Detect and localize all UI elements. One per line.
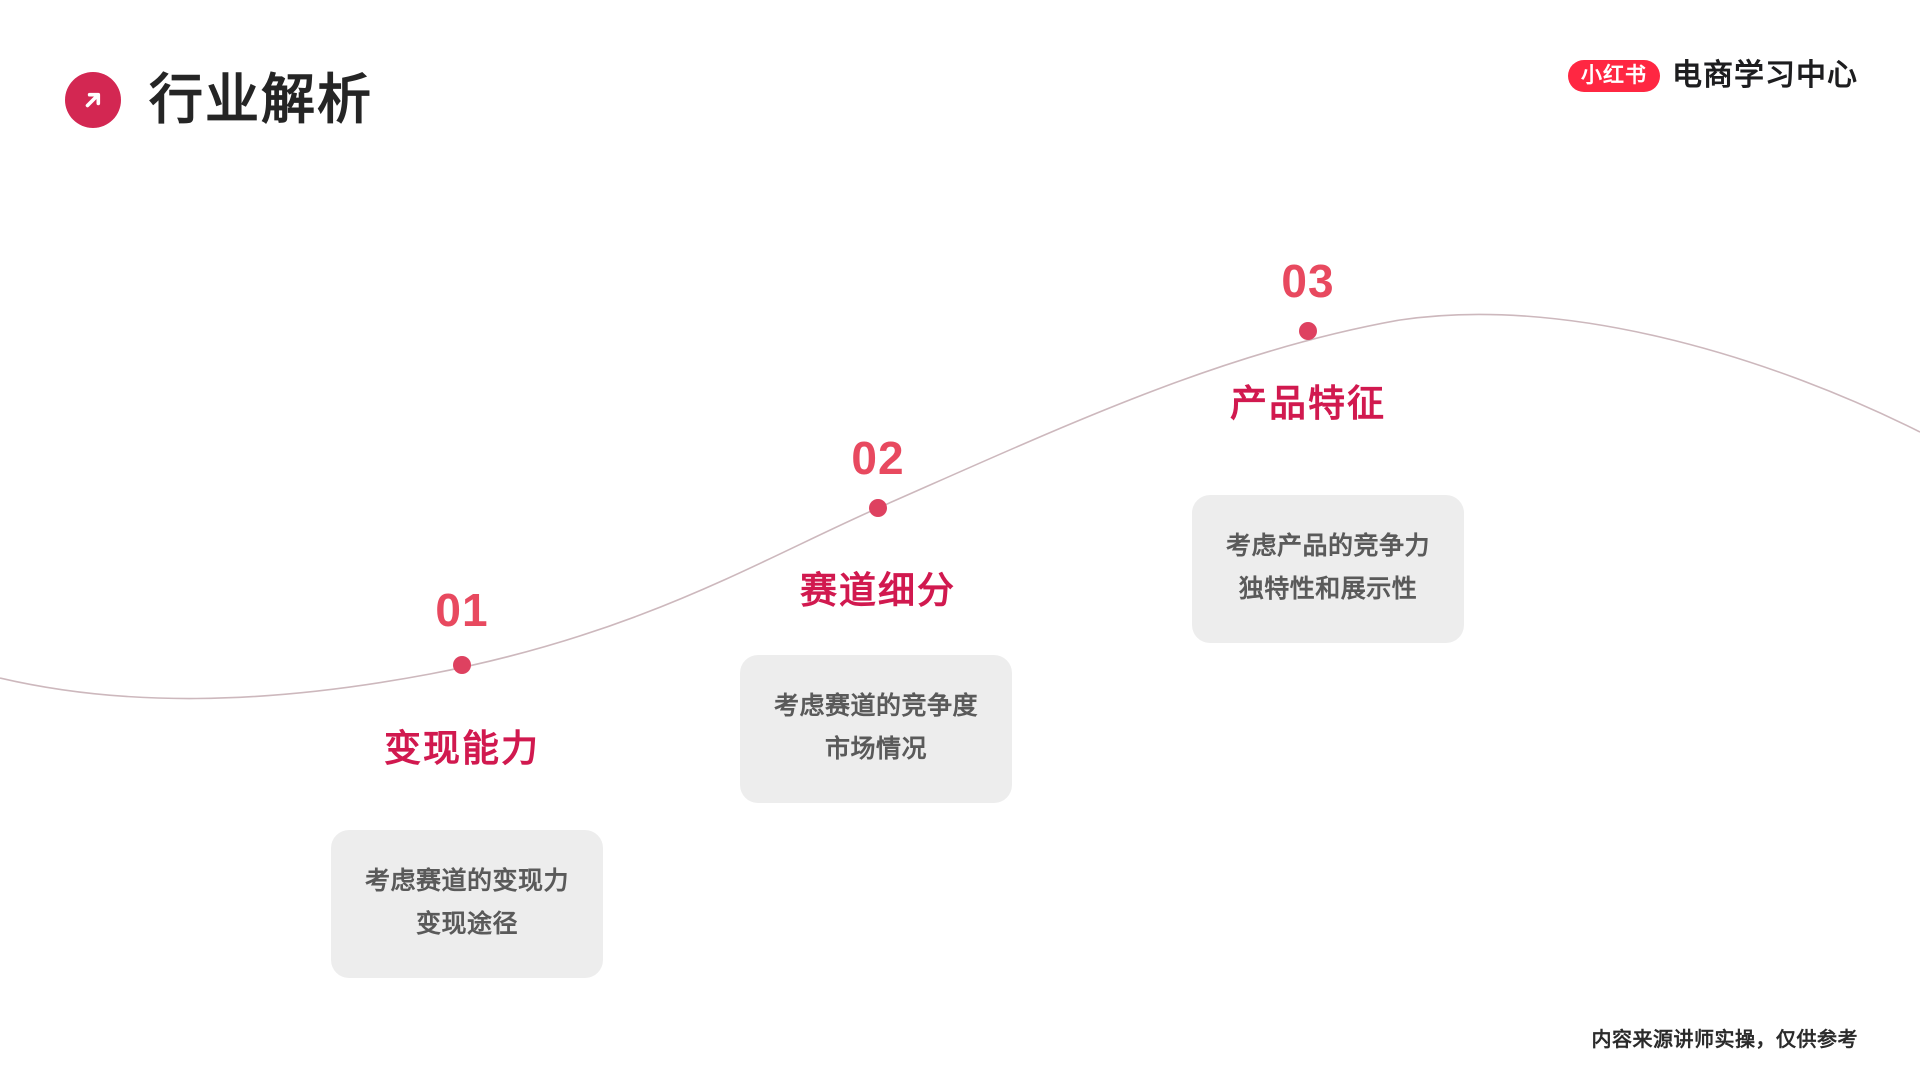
step-number-01: 01 (435, 584, 489, 636)
step-title-01: 变现能力 (384, 728, 540, 769)
step-note-card-03: 考虑产品的竞争力独特性和展示性 (1192, 495, 1464, 643)
timeline-dot-01 (453, 656, 471, 674)
timeline-curve (0, 313, 1920, 700)
slide-header: 行业解析 (65, 72, 373, 128)
note-line: 独特性和展示性 (1238, 575, 1418, 603)
note-line: 考虑赛道的竞争度 (773, 692, 978, 720)
brand-logo-lockup: 小红书 电商学习中心 (1568, 60, 1858, 92)
note-line: 市场情况 (824, 735, 927, 763)
timeline-dot-02 (869, 499, 887, 517)
note-line: 变现途径 (415, 910, 518, 938)
note-line: 考虑赛道的变现力 (364, 867, 569, 895)
step-note-card-01: 考虑赛道的变现力变现途径 (331, 830, 603, 978)
footer-disclaimer: 内容来源讲师实操，仅供参考 (1591, 1029, 1858, 1051)
page-title: 行业解析 (149, 70, 373, 130)
step-note-card-02: 考虑赛道的竞争度市场情况 (740, 655, 1012, 803)
brand-subtitle: 电商学习中心 (1672, 59, 1858, 92)
timeline-dots (453, 322, 1317, 674)
arrow-up-right-icon (65, 72, 121, 128)
step-title-03: 产品特征 (1230, 383, 1386, 424)
xiaohongshu-logo-pill: 小红书 (1568, 60, 1660, 92)
timeline-dot-03 (1299, 322, 1317, 340)
note-line: 考虑产品的竞争力 (1225, 532, 1430, 560)
step-number-03: 03 (1281, 255, 1335, 307)
step-title-02: 赛道细分 (800, 570, 956, 611)
step-number-02: 02 (851, 432, 905, 484)
